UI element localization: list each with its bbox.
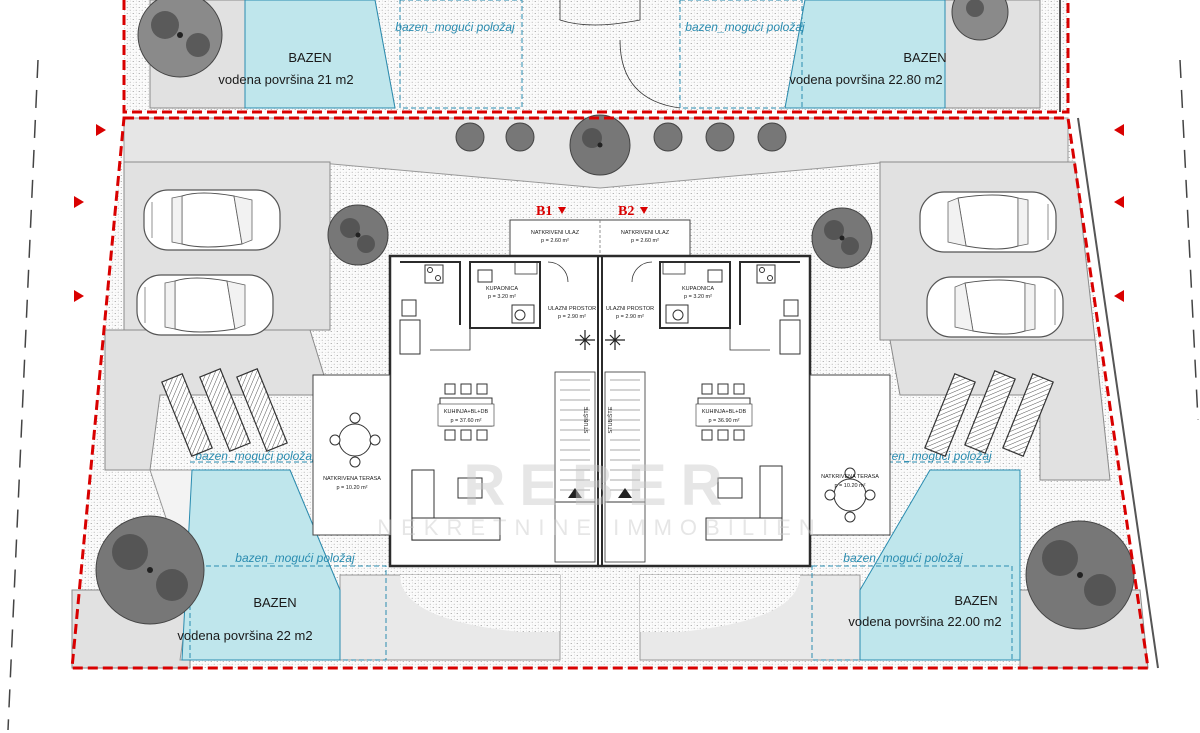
b2-entrance-name: NATKRIVENI ULAZ	[621, 230, 670, 236]
pool-top-left-area: vodena površina 21 m2	[218, 72, 353, 87]
watermark-sub: NEKRETNINE IMMOBILIEN	[377, 515, 822, 540]
b1-terrace-name: NATKRIVENA TERASA	[323, 476, 381, 482]
b1-bathroom-area: p = 3.20 m²	[488, 294, 516, 300]
pool-bottom-left-title: BAZEN	[253, 595, 296, 610]
pool-bottom-right-area: vodena površina 22.00 m2	[848, 614, 1001, 629]
hedge-trees	[455, 122, 787, 152]
road-edge-right	[1179, 59, 1199, 421]
lawn-left	[400, 575, 560, 632]
pool-top-right-area: vodena površina 22.80 m2	[789, 72, 942, 87]
b1-hall-name: ULAZNI PROSTOR	[548, 306, 596, 312]
pool-top-left-note: bazen_mogući položaj	[395, 20, 515, 34]
b1-entrance-area: p = 2.60 m²	[541, 238, 569, 244]
side-path-left	[104, 329, 331, 471]
neighbour-curve	[619, 39, 681, 109]
b1-living-area: p = 37.60 m²	[450, 418, 481, 424]
neighbour-entry	[559, 0, 641, 26]
pool-bottom-left-area: vodena površina 22 m2	[177, 628, 312, 643]
pool-bottom-right	[811, 461, 1021, 661]
pool-bottom-right-note: bazen_mogući položaj	[843, 551, 963, 565]
b2-stairs-label: STUBIŠTE	[607, 406, 614, 433]
tree-icon	[1025, 520, 1135, 630]
b1-living-name: KUHINJA+BL+DB	[444, 409, 489, 415]
tree-icon	[569, 114, 631, 176]
b1-stairs-label: STUBIŠTE	[583, 406, 590, 433]
pool-top-left-title: BAZEN	[288, 50, 331, 65]
pool-bottom-left-note: bazen_mogući položaj	[235, 551, 355, 565]
pool-top-right-title: BAZEN	[903, 50, 946, 65]
pool-bottom-left-note-upper: bazen_mogući položaj	[195, 449, 315, 463]
b2-living-area: p = 36.90 m²	[708, 418, 739, 424]
watermark-brand: REBER	[463, 453, 736, 518]
b1-bathroom-name: KUPAONICA	[486, 286, 518, 292]
tree-icon	[95, 515, 205, 625]
tree-icon	[811, 207, 873, 269]
b2-terrace-name: NATKRIVENA TERASA	[821, 474, 879, 480]
pool-bottom-right-note-upper: bazen_mogući položaj	[872, 449, 992, 463]
tree-icon	[951, 0, 1009, 41]
b1-entrance-name: NATKRIVENI ULAZ	[531, 230, 580, 236]
b2-living-name: KUHINJA+BL+DB	[702, 409, 747, 415]
b2-bathroom-name: KUPAONICA	[682, 286, 714, 292]
road-edge-left	[7, 59, 39, 731]
pool-bottom-left	[149, 461, 387, 661]
car-icon	[919, 191, 1057, 253]
tree-icon	[137, 0, 223, 78]
boundary-arrow-icons	[74, 124, 1124, 302]
marker-arrow-icon	[640, 207, 648, 214]
car-icon	[926, 276, 1064, 338]
tree-icon	[327, 204, 389, 266]
b2-bathroom-area: p = 3.20 m²	[684, 294, 712, 300]
b2-hall-name: ULAZNI PROSTOR	[606, 306, 654, 312]
car-icon	[143, 189, 281, 251]
pool-bottom-right-title: BAZEN	[954, 593, 997, 608]
side-path-right	[889, 339, 1111, 481]
lawn-right	[640, 575, 800, 632]
b1-hall-area: p = 2.90 m²	[558, 314, 586, 320]
b2-hall-area: p = 2.90 m²	[616, 314, 644, 320]
b2-terrace-area: p = 10.20 m²	[834, 483, 865, 489]
car-icon	[136, 274, 274, 336]
unit-b2-marker: B2	[618, 204, 634, 219]
neighbour-boundary	[122, 0, 1070, 114]
pool-top-right-note: bazen_mogući položaj	[685, 20, 805, 34]
marker-arrow-icon	[558, 207, 566, 214]
b1-terrace-area: p = 10.20 m²	[336, 485, 367, 491]
unit-b1-marker: B1	[536, 204, 552, 219]
b2-entrance-area: p = 2.60 m²	[631, 238, 659, 244]
